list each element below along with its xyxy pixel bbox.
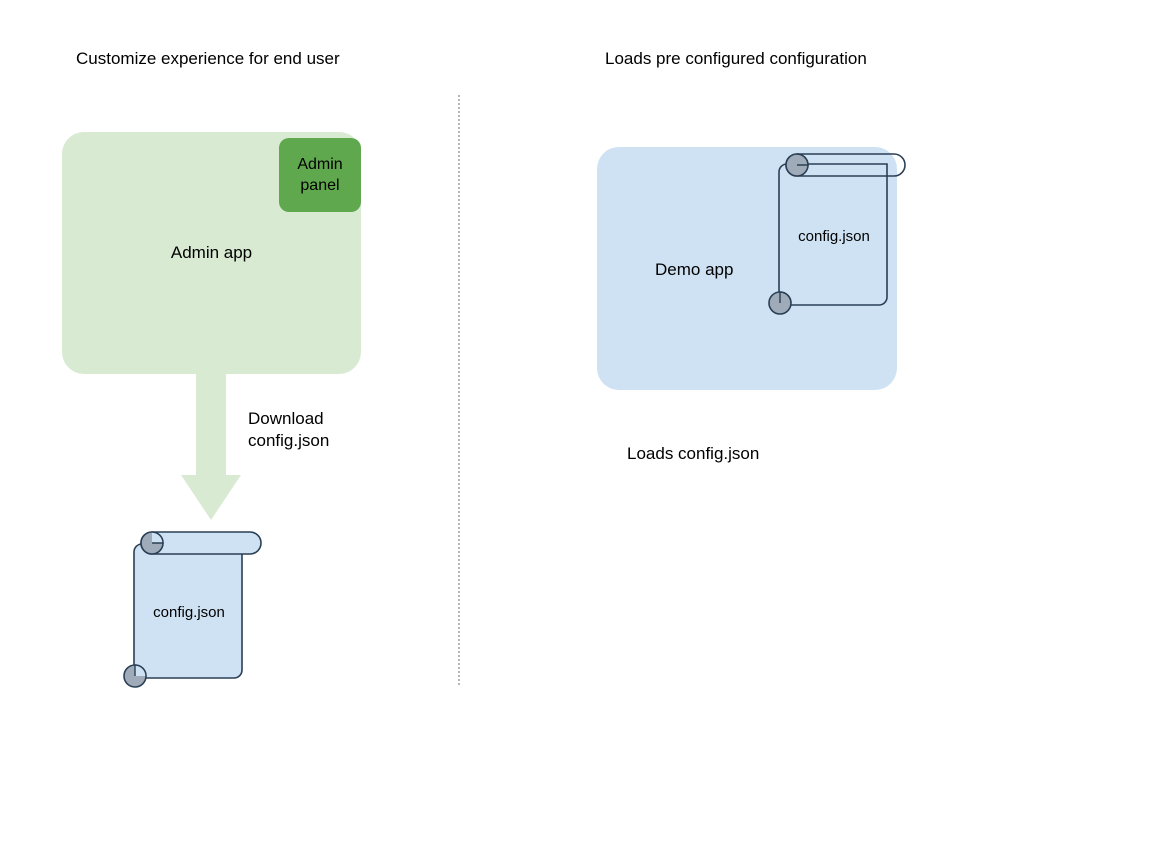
config-json-document-left-label: config.json	[153, 604, 225, 621]
admin-panel-chip[interactable]: Admin panel	[279, 138, 361, 212]
admin-panel-label-line2: panel	[300, 177, 340, 194]
admin-panel-label-line1: Admin	[297, 156, 343, 173]
download-arrow	[170, 360, 290, 530]
config-json-document-right[interactable]: config.json	[768, 152, 918, 315]
download-arrow-label-line2: config.json	[248, 431, 330, 450]
config-json-document-right-shape	[768, 153, 906, 315]
download-arrow-label-line1: Download	[248, 409, 324, 428]
config-json-document-left-shape	[123, 531, 262, 688]
download-arrow-shape	[181, 360, 241, 520]
left-column-title: Customize experience for end user	[76, 49, 340, 68]
demo-app-label: Demo app	[655, 260, 734, 279]
vertical-dotted-divider	[458, 95, 460, 685]
download-arrow-label: Download config.json	[248, 408, 329, 452]
admin-app-label: Admin app	[170, 243, 253, 262]
config-json-document-right-label: config.json	[798, 228, 870, 245]
right-column-title: Loads pre configured configuration	[605, 49, 867, 68]
config-json-document-left[interactable]: config.json	[123, 528, 274, 693]
loads-config-caption: Loads config.json	[627, 444, 760, 463]
demo-app-box[interactable]: Demo app	[597, 147, 897, 390]
